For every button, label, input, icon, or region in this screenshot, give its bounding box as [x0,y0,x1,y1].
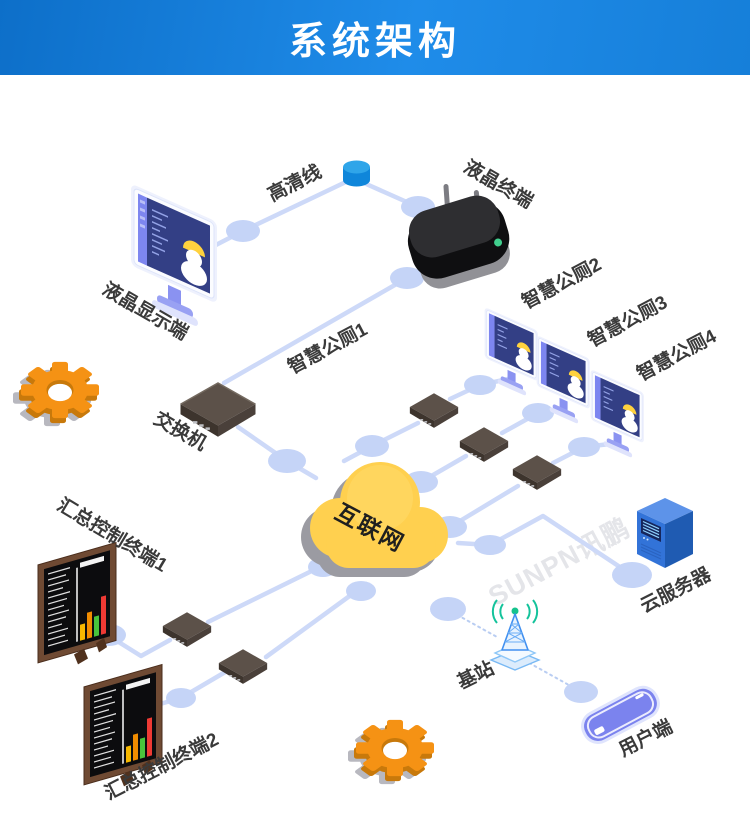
switch-box-icon [173,378,263,443]
page-header: 系统架构 [0,0,750,75]
base-station-icon [482,598,548,674]
switch-box-icon [508,452,566,494]
monitor-icon [536,334,593,424]
monitor-icon [484,306,541,396]
monitor-icon [590,368,647,458]
server-icon [634,496,696,578]
edge-internet-to-server [455,513,635,578]
cable-connector-icon [343,160,370,187]
switch-box-icon [455,424,513,466]
dashboard-screen-icon [80,662,168,787]
wireless-router-icon [398,178,518,290]
switch-box-icon [405,390,463,432]
gear-icon [343,704,443,792]
monitor-icon [130,182,222,326]
switch-box-icon [214,646,272,688]
cloud-icon [288,450,464,602]
junction-dots [92,196,652,708]
gear-icon [8,346,108,434]
edge-basestation-to-client [523,659,577,690]
switch-box-icon [158,609,216,651]
dashboard-screen-icon [34,540,122,665]
page-title: 系统架构 [288,21,461,63]
smartphone-icon [572,676,668,752]
